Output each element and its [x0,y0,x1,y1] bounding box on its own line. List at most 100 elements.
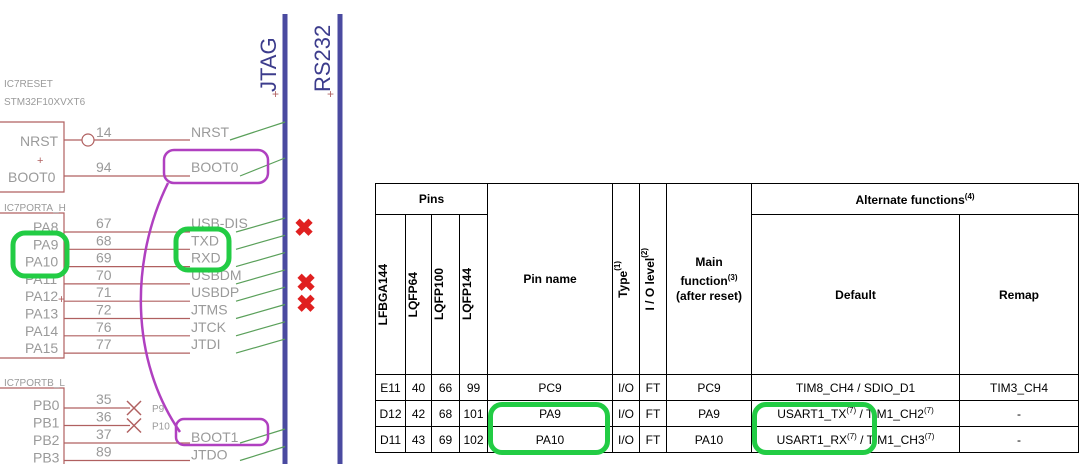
net-wire [235,269,286,285]
cell-lq64: 42 [405,400,432,427]
pin-num-76: 76 [96,319,112,335]
pin-num-36: 36 [96,409,112,425]
cell-default: TIM8_CH4 / SDIO_D1 [751,374,960,401]
schematic: IC7RESET STM32F10XVXT6 IC7PORTA_H IC7POR… [0,14,343,464]
pin-name-pb0: PB0 [33,397,60,413]
cell-type: I/O [612,374,640,401]
cell-main: PC9 [666,374,752,401]
cell-lq144: 102 [459,426,488,453]
net-wire [235,234,286,250]
net-jtck: JTCK [191,319,227,335]
pin-name-pa15: PA15 [25,340,58,356]
net-wire [235,321,286,337]
pin-name-pa10: PA10 [25,254,58,270]
net-nrst: NRST [191,124,230,140]
header-lqfp100: LQFP100 [431,214,460,375]
pin-num-35: 35 [96,391,112,407]
header-remap: Remap [959,214,1079,375]
pin-plus-pa12: + [58,292,65,306]
cell-remap: - [959,426,1079,453]
header-lqfp64: LQFP64 [405,214,432,375]
pin-num-70: 70 [96,267,112,283]
pin-name-pb2: PB2 [33,432,60,448]
cell-io: FT [639,426,667,453]
header-pin-name: Pin name [487,183,613,375]
net-wire [235,252,286,268]
bus-plus-jtag: + [272,87,279,101]
pin-num-89: 89 [96,444,112,460]
boot-link-curve [139,182,182,433]
mark-label-p10: P10 [152,422,170,433]
cell-name: PA10 [487,426,613,453]
x-mark-usbdp: ✖ [296,291,316,318]
net-rxd: RXD [191,250,221,266]
header-default: Default [751,214,960,375]
header-pins: Pins [375,183,488,215]
bus-plus-rs232: + [327,87,334,101]
cell-type: I/O [612,426,640,453]
net-wire [235,303,286,320]
no-connect-mark [126,400,142,416]
cell-lq100: 66 [431,374,460,401]
pin-num-94: 94 [96,159,112,175]
ref-porta: IC7PORTA_H [4,203,66,214]
ref-ic7reset: IC7RESET [4,79,53,90]
net-wire [239,428,286,444]
header-alternate-functions: Alternate functions(4) [751,183,1079,215]
cell-type: I/O [612,400,640,427]
pin-num-71: 71 [96,284,112,300]
boot0-annotation-box [162,148,270,185]
x-mark-usb-dis: ✖ [294,215,314,242]
portb-block-outline [0,387,65,464]
pin-name-pb1: PB1 [33,415,60,431]
bus-label-jtag: JTAG [256,37,281,92]
cell-lq100: 68 [431,400,460,427]
cell-main: PA10 [666,426,752,453]
boot1-annotation-box [174,417,270,447]
no-connect-mark [126,417,142,434]
pin-num-72: 72 [96,302,112,318]
cell-lq144: 101 [459,400,488,427]
cell-lq64: 40 [405,374,432,401]
net-wire [235,217,286,233]
header-io-level: I / O level(2) [639,183,667,375]
pin-definition-table: Pins Pin name Type(1) I / O level(2) Mai… [375,183,1079,453]
cell-bga: D11 [375,426,406,453]
nrst-inversion-circle [81,133,95,147]
net-wire [235,286,286,302]
cell-remap: - [959,400,1079,427]
pin-name-pa11: PA11 [25,271,57,287]
cell-bga: D12 [375,400,406,427]
net-wire [235,338,286,354]
highlight-pa9-pa10 [10,230,70,279]
reset-pins: NRST + BOOT0 14 94 NRST BOOT0 [8,121,286,185]
net-boot0: BOOT0 [191,159,239,175]
net-boot1: BOOT1 [191,429,239,445]
cell-name: PC9 [487,374,613,401]
header-type: Type(1) [612,183,640,375]
pin-name-pa14: PA14 [25,323,58,339]
net-wire [239,445,286,462]
cell-lq144: 99 [459,374,488,401]
cell-remap: TIM3_CH4 [959,374,1079,401]
cell-io: FT [639,374,667,401]
ref-mcu: STM32F10XVXT6 [4,97,86,108]
net-jtdi: JTDI [191,336,221,352]
pin-num-77: 77 [96,336,112,352]
highlight-txd-rxd [173,226,232,273]
pin-name-pb3: PB3 [33,450,60,464]
bus-label-rs232: RS232 [310,25,335,92]
header-main-function: Main function(3)(after reset) [666,183,752,375]
net-txd: TXD [191,232,219,248]
net-usbdp: USBDP [191,284,239,300]
pin-name-pa13: PA13 [25,306,58,322]
pin-num-37: 37 [96,426,112,442]
pin-plus: + [37,155,43,167]
pin-name-pa9: PA9 [33,236,59,252]
ref-portb: IC7PORTB_L [4,378,65,389]
net-jtms: JTMS [191,302,228,318]
porta-block-outline [0,212,65,359]
